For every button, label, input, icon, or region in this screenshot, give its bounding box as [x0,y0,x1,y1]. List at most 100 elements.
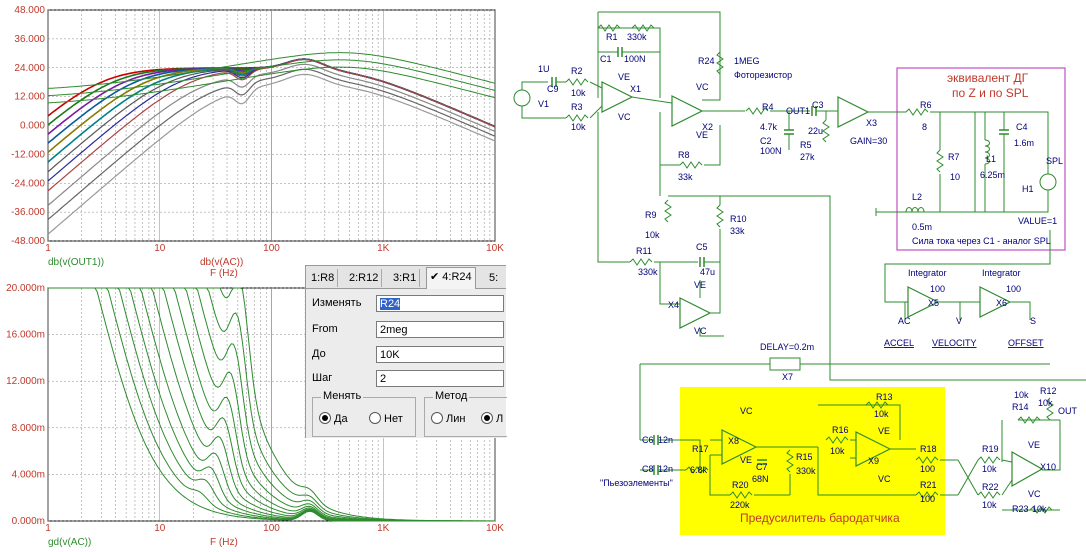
label-x1[interactable]: X1 [630,84,641,94]
label-r15[interactable]: R15 [796,452,813,462]
label-x8-vc: VC [740,406,753,416]
label-x3[interactable]: X3 [866,118,877,128]
from-field[interactable]: 2meg [376,321,504,338]
label-r24[interactable]: R24 [698,56,715,66]
label-x6[interactable]: X6 [996,298,1007,308]
tab-r8[interactable]: 1:R8 [308,269,339,287]
to-field[interactable]: 10K [376,346,504,363]
label-r4[interactable]: R4 [762,102,774,112]
resistor-symbol [1017,416,1041,424]
bottom-plot-traces [48,287,495,522]
opamp-symbol [837,96,870,128]
tab-5[interactable]: 5: [489,272,499,284]
radio-log-label: Л [496,413,504,425]
label-l1[interactable]: L1 [986,154,996,164]
label-r11[interactable]: R11 [636,246,652,256]
label-r10[interactable]: R10 [730,214,747,224]
resistor-symbol [631,24,655,32]
label-c3[interactable]: C3 [812,100,824,110]
label-r6[interactable]: R6 [920,100,932,110]
preamp-box [680,387,945,535]
label-r9[interactable]: R9 [645,210,657,220]
label-r21[interactable]: R21 [920,480,937,490]
x-tick-label: 10 [154,523,166,534]
label-r23[interactable]: R23 [1012,504,1029,514]
x-tick-label: 1K [377,243,390,254]
label-x4[interactable]: X4 [668,300,679,310]
probe-velocity[interactable]: VELOCITY [932,338,977,348]
wire [1040,111,1049,174]
tab-r1[interactable]: 3:R1 [390,269,421,287]
label-h1[interactable]: H1 [1022,184,1034,194]
label-out[interactable]: OUT [1058,406,1078,416]
top-trace-line [47,68,496,221]
step-field[interactable]: 2 [376,370,504,387]
stepping-dialog[interactable]: 1:R8 2:R12 3:R1 ✔ 4:R24 5: Изменять R24 … [305,265,507,438]
label-c1[interactable]: C1 [600,54,612,64]
change-field[interactable]: R24 [376,295,504,312]
x-tick-label: 10 [154,243,166,254]
label-x7[interactable]: X7 [782,372,793,382]
label-r8[interactable]: R8 [678,150,690,160]
label-c7[interactable]: C7 [756,462,768,472]
label-spl[interactable]: SPL [1046,156,1063,166]
label-r13[interactable]: R13 [876,392,893,402]
label-r7[interactable]: R7 [948,152,960,162]
label-x9[interactable]: X9 [868,456,879,466]
label-c4[interactable]: C4 [1016,122,1028,132]
label-c9[interactable]: C9 [547,84,559,94]
schematic-canvas[interactable]: R1 330k C1 100N R24 1MEG Фоторезистор 1U… [505,0,1086,552]
label-c2[interactable]: C2 [760,136,772,146]
x-tick-label: 1K [377,523,390,534]
probe-labels: ACCEL VELOCITY OFFSET [884,338,1044,348]
tab-r12[interactable]: 2:R12 [346,269,383,287]
radio-lin-label: Лин [446,413,466,425]
label-c8[interactable]: C8 [642,464,654,474]
radio-yes[interactable]: Да [319,412,348,425]
stepping-tabs: 1:R8 2:R12 3:R1 ✔ 4:R24 5: [306,266,506,289]
label-c7-val: 68N [752,474,769,484]
label-x3-gain: GAIN=30 [850,136,887,146]
label-r18[interactable]: R18 [920,444,937,454]
radio-no[interactable]: Нет [369,412,403,425]
label-r2[interactable]: R2 [571,66,583,76]
label-r3[interactable]: R3 [571,102,583,112]
probe-accel[interactable]: ACCEL [884,338,914,348]
label-r19-val: 10k [982,464,997,474]
label-r17[interactable]: R17 [692,444,709,454]
label-r8-val: 33k [678,172,693,182]
label-x10[interactable]: X10 [1040,462,1056,472]
label-x8[interactable]: X8 [728,436,739,446]
top-trace-line [47,63,496,206]
label-r5[interactable]: R5 [800,140,812,150]
wire [1001,459,1013,463]
label-x2[interactable]: X2 [702,122,713,132]
label-x5[interactable]: X5 [928,298,939,308]
label-ac: AC [898,316,911,326]
label-r1[interactable]: R1 [606,32,618,42]
label-c5-val: 47u [700,267,715,277]
radio-log[interactable]: Л [481,412,503,425]
label-r19[interactable]: R19 [982,444,999,454]
resistor-symbol [716,51,724,75]
top-plot-grid [47,9,496,242]
probe-offset[interactable]: OFFSET [1008,338,1044,348]
label-c5[interactable]: C5 [696,242,708,252]
label-r16[interactable]: R16 [832,425,849,435]
label-out1[interactable]: OUT1 [786,106,810,116]
top-plot[interactable]: 48.00036.00024.00012.0000.000-12.000-24.… [11,5,504,279]
label-x10-ve: VE [1028,440,1040,450]
label-r12[interactable]: R12 [1040,386,1057,396]
label-c6[interactable]: C6 [642,435,654,445]
tab-r24[interactable]: ✔ 4:R24 [426,267,476,289]
label-r14[interactable]: R14 [1012,402,1029,412]
label-l2[interactable]: L2 [912,192,922,202]
radio-lin[interactable]: Лин [431,412,465,425]
label-r22[interactable]: R22 [982,482,999,492]
wire [659,262,680,305]
label-r1-val: 330k [627,32,647,42]
label-v1[interactable]: V1 [538,99,549,109]
radio-lin-dot [431,412,443,424]
label-x10-vc: VC [1028,489,1041,499]
label-r20[interactable]: R20 [732,480,749,490]
